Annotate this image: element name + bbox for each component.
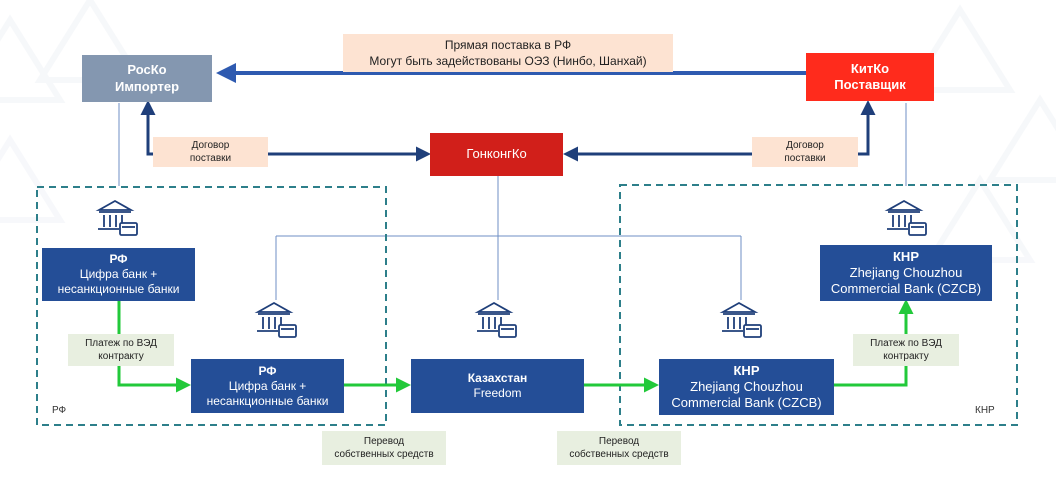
transfer-right-line1: Перевод <box>598 435 640 447</box>
knr-bank-top-line2: Zhejiang Chouzhou <box>849 264 963 280</box>
kitco-role: Поставщик <box>834 77 906 92</box>
payment-left-arrow <box>117 300 191 393</box>
transfer-left-line2: собственных средств <box>334 449 434 460</box>
payment-right-arrow <box>834 299 914 387</box>
contract-right-arrow <box>563 100 876 162</box>
bank-card-icon <box>254 301 297 338</box>
kazakhstan-bank-box: Казахстан Freedom <box>411 359 584 413</box>
contract-right-line2: поставки <box>784 153 826 164</box>
payment-left-label: Платеж по ВЭД контракту <box>68 334 174 366</box>
payment-left-line1: Платеж по ВЭД <box>85 337 157 349</box>
contract-left-line1: Договор <box>191 139 230 151</box>
bank-card-icon <box>884 199 927 236</box>
thin-connectors <box>118 103 907 300</box>
contract-left-line2: поставки <box>189 153 232 164</box>
payment-right-line1: Платеж по ВЭД <box>870 337 942 349</box>
rf-bank-bottom-title: РФ <box>258 363 277 378</box>
contract-left-arrow <box>140 100 431 162</box>
bank-card-icon <box>474 301 517 338</box>
knr-bank-bottom-box: КНР Zhejiang Chouzhou Commercial Bank (C… <box>659 359 834 415</box>
rusco-importer-box: РосКо Импортер <box>82 55 212 102</box>
rf-bank-top-line3: несанкционные банки <box>57 282 180 296</box>
knr-bank-bottom-line3: Commercial Bank (CZCB) <box>671 395 822 411</box>
direct-supply-line1: Прямая поставка в РФ <box>444 37 572 52</box>
kazakhstan-bank-name: Freedom <box>473 386 522 400</box>
rf-bank-top-box: РФ Цифра банк + несанкционные банки <box>42 248 195 301</box>
hongkongco-label: ГонконгКо <box>466 146 527 162</box>
knr-bank-bottom-line2: Zhejiang Chouzhou <box>690 378 803 394</box>
rf-bank-top-line2: Цифра банк + <box>79 267 158 281</box>
bank-card-icon <box>719 301 762 338</box>
contract-right-line1: Договор <box>786 139 824 151</box>
kitco-name: КитКо <box>850 60 890 76</box>
rusco-name: РосКо <box>127 62 167 78</box>
region-knr-border <box>619 184 1018 426</box>
rf-bank-top-title: РФ <box>109 252 128 266</box>
contract-right-label: Договор поставки <box>752 137 858 167</box>
knr-bank-top-title: КНР <box>893 248 919 264</box>
transfer-right-line2: собственных средств <box>569 449 669 460</box>
region-rf-border <box>36 186 387 426</box>
payment-right-line2: контракту <box>883 351 929 362</box>
region-knr-label: КНР <box>975 405 995 416</box>
bank-card-icon <box>95 199 138 236</box>
rf-bank-bottom-line2: Цифра банк + <box>228 378 307 393</box>
kitco-supplier-box: КитКо Поставщик <box>806 53 934 101</box>
direct-supply-label: Прямая поставка в РФ Могут быть задейств… <box>343 34 673 72</box>
knr-bank-bottom-title: КНР <box>733 362 760 378</box>
region-rf-label: РФ <box>52 405 67 416</box>
payment-left-line2: контракту <box>98 351 144 362</box>
rf-bank-bottom-box: РФ Цифра банк + несанкционные банки <box>191 359 344 413</box>
contract-left-label: Договор поставки <box>153 137 268 167</box>
kazakhstan-title: Казахстан <box>467 371 528 385</box>
payment-right-label: Платеж по ВЭД контракту <box>853 334 959 366</box>
knr-bank-top-box: КНР Zhejiang Chouzhou Commercial Bank (C… <box>820 245 992 301</box>
hongkongco-box: ГонконгКо <box>430 133 563 176</box>
knr-bank-top-line3: Commercial Bank (CZCB) <box>830 281 982 297</box>
rf-bank-bottom-line3: несанкционные банки <box>206 393 329 408</box>
direct-supply-line2: Могут быть задействованы ОЭЗ (Нинбо, Шан… <box>369 54 647 68</box>
transfer-left-label: Перевод собственных средств <box>322 431 446 465</box>
transfer-right-label: Перевод собственных средств <box>557 431 681 465</box>
transfer-left-line1: Перевод <box>363 435 405 447</box>
rusco-role: Импортер <box>114 78 180 94</box>
